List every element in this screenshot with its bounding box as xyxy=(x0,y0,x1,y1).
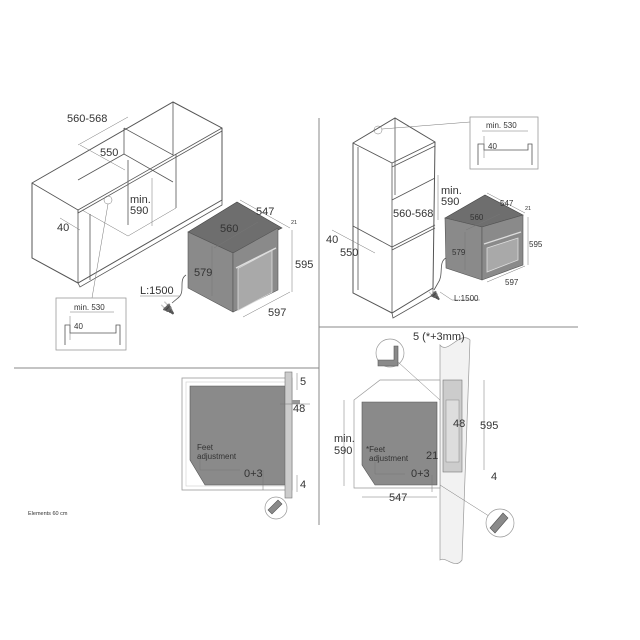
niche-min-label: min. xyxy=(441,185,462,197)
side-section-under-panel: 5 48 Feet adjustment 0+3 4 Elements 60 c… xyxy=(28,371,310,520)
oven-body-width-label: 560 xyxy=(470,213,484,222)
oven-height-label: 595 xyxy=(295,259,313,271)
front-gap-label: 48 xyxy=(453,418,465,430)
cable-length-label: L:1500 xyxy=(454,294,479,303)
niche-height-label: 590 xyxy=(130,205,148,217)
back-gap-label: 40 xyxy=(57,222,69,234)
feet-range-label: 0+3 xyxy=(411,468,430,480)
oven-side-silhouette xyxy=(189,385,286,486)
feet-label-2: adjustment xyxy=(369,454,409,463)
oven-width-label: 597 xyxy=(268,307,286,319)
oven-depth-label: 547 xyxy=(256,206,274,218)
detail-inset xyxy=(55,297,127,351)
kitchen-cabinet-drawing xyxy=(31,101,223,288)
front-thickness-label: 21 xyxy=(426,450,438,462)
oven-body-width-label: 560 xyxy=(220,223,238,235)
oven-width-label: 597 xyxy=(505,278,519,287)
feet-label-1: *Feet xyxy=(366,445,386,454)
front-gap-label: 48 xyxy=(293,403,305,415)
oven-drawing xyxy=(444,194,524,281)
cable-length-label: L:1500 xyxy=(140,285,174,297)
feet-label-2: adjustment xyxy=(197,452,237,461)
detail-foot xyxy=(267,499,283,515)
under-counter-panel: 560-568 550 min. 590 40 🔌 L:1500 547 560… xyxy=(31,101,313,351)
inset-width-label: min. 530 xyxy=(486,121,517,130)
column-panel: min. 530 40 min. 590 560-568 40 550 🔌 L:… xyxy=(326,116,543,319)
inset-gap-label: 40 xyxy=(488,142,497,151)
inset-width-label: min. 530 xyxy=(74,303,105,312)
plug-icon: 🔌 xyxy=(428,288,440,301)
oven-drawing xyxy=(187,201,283,313)
cabinet-width-label: 560-568 xyxy=(393,208,433,220)
depth-label: 547 xyxy=(389,492,407,504)
oven-body-height-label: 579 xyxy=(452,248,466,257)
niche-min-label: min. xyxy=(130,194,151,206)
oven-depth-label: 547 xyxy=(500,199,514,208)
front-thickness-label: 21 xyxy=(525,206,531,212)
feet-label-1: Feet xyxy=(197,443,214,452)
niche-height-label: 590 xyxy=(334,445,352,457)
tall-cabinet-drawing xyxy=(352,117,436,319)
oven-dimension-lines xyxy=(464,192,529,283)
inset-gap-label: 40 xyxy=(74,322,83,331)
bottom-gap-label: 4 xyxy=(491,471,497,483)
bottom-gap-label: 4 xyxy=(300,479,306,491)
oven-body-height-label: 579 xyxy=(194,267,212,279)
top-gap-label: 5 xyxy=(300,376,306,388)
plug-icon: 🔌 xyxy=(160,301,175,315)
feet-range-label: 0+3 xyxy=(244,468,263,480)
oven-height-label: 595 xyxy=(480,420,498,432)
cabinet-depth-label: 550 xyxy=(340,247,358,259)
front-thickness-label: 21 xyxy=(291,220,297,226)
dimension-lines xyxy=(59,116,153,231)
back-gap-label: 40 xyxy=(326,234,338,246)
footer-caption: Elements 60 cm xyxy=(28,511,68,517)
door-panel xyxy=(284,371,293,499)
detail-marker xyxy=(373,125,383,135)
niche-height-label: 590 xyxy=(441,196,459,208)
detail-leader-line xyxy=(91,203,109,299)
oven-height-label: 595 xyxy=(529,240,543,249)
oven-dimension-lines xyxy=(211,199,293,318)
niche-min-label: min. xyxy=(334,433,355,445)
depth-line xyxy=(331,229,376,254)
top-gap-label: 5 (*+3mm) xyxy=(413,331,465,343)
cabinet-depth-label: 550 xyxy=(100,147,118,159)
cable-leader xyxy=(439,291,480,301)
detail-top-corner xyxy=(377,345,399,367)
side-section-column-panel: 5 (*+3mm) 48 595 min. 590 *Feet adjustme… xyxy=(334,331,515,565)
oven-side-silhouette xyxy=(361,401,438,486)
cabinet-width-label: 560-568 xyxy=(67,113,107,125)
detail-leader-line xyxy=(381,121,471,130)
power-cable xyxy=(433,257,447,291)
power-cable xyxy=(171,274,187,304)
detail-foot xyxy=(489,512,509,534)
handle xyxy=(292,400,300,404)
detail-inset xyxy=(469,116,539,170)
